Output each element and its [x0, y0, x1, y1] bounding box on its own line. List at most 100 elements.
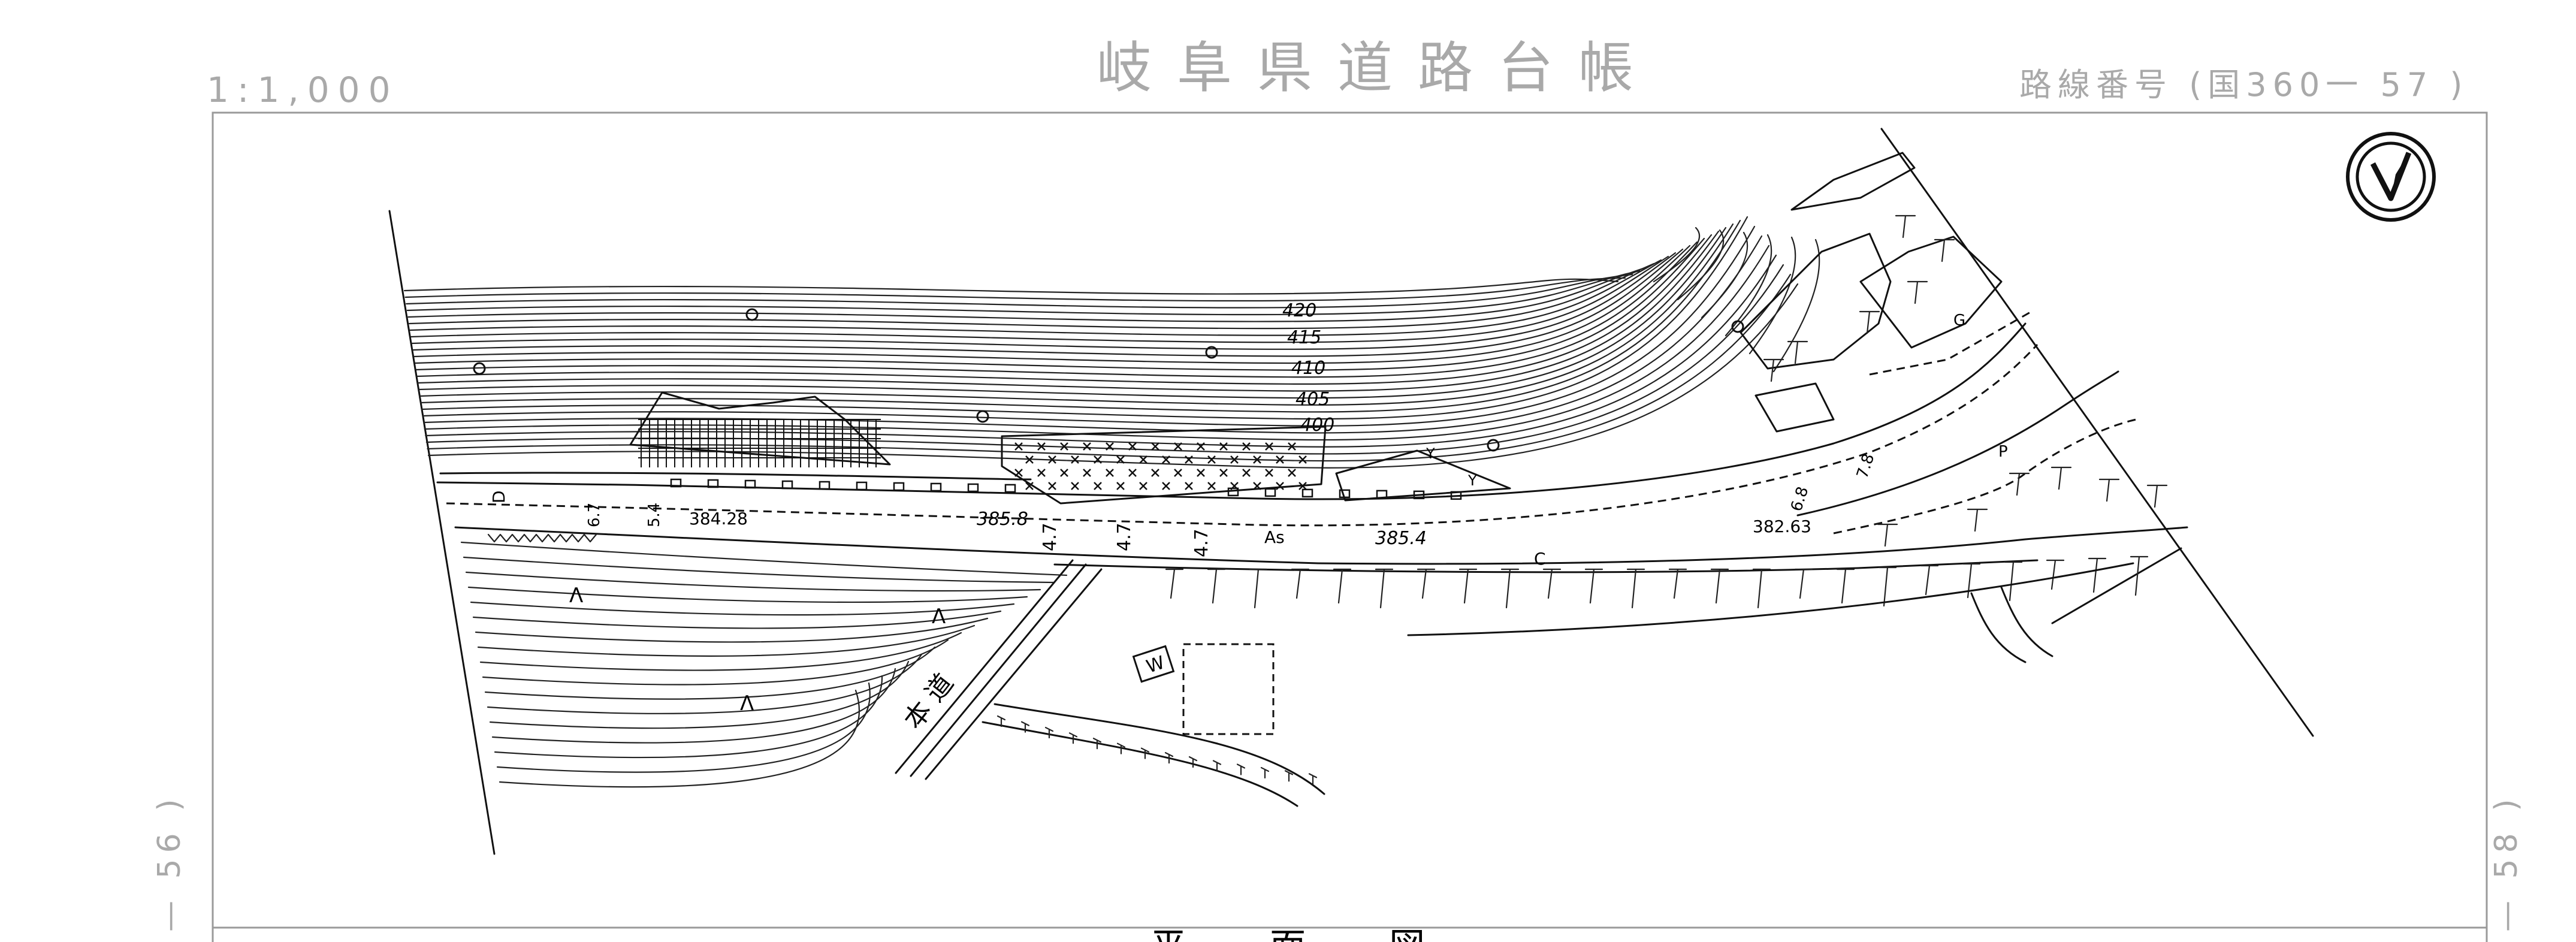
x-mark — [1151, 469, 1159, 477]
x-mark — [1014, 442, 1023, 451]
slope-mark — [2146, 484, 2168, 508]
x-mark — [1116, 482, 1125, 490]
x-mark — [1230, 455, 1239, 464]
fence-post — [670, 478, 682, 488]
contour-line — [1701, 231, 1748, 319]
contour-line — [496, 682, 871, 773]
contour-line — [472, 610, 1002, 629]
surface-label-d: D — [489, 490, 509, 503]
surface-label-p: P — [1998, 443, 2008, 461]
map-drawing: 420 415 410 405 400 — [388, 128, 2314, 855]
contour-label-420: 420 — [1282, 300, 1316, 321]
contour-line — [417, 230, 1720, 392]
retaining-wall-hatch — [629, 391, 891, 467]
curb-mark — [1752, 568, 1771, 609]
x-mark — [1094, 482, 1102, 490]
x-mark — [1265, 442, 1273, 451]
curb-mark — [1375, 568, 1394, 609]
x-mark — [1048, 482, 1056, 490]
bottom-title-partial: 平 面 図 — [1150, 926, 1461, 942]
slope-mark — [2098, 478, 2120, 502]
slope-mark — [1967, 508, 1988, 532]
scale-label: 1:1,000 — [207, 70, 398, 110]
x-mark — [1060, 469, 1068, 477]
ditch-mark — [1068, 732, 1078, 744]
contour-line — [1653, 227, 1701, 283]
fence-post — [744, 479, 756, 489]
width-label-3: 4.7 — [1191, 529, 1212, 557]
grass-symbols: Λ Λ Λ — [569, 584, 946, 715]
x-mark — [1083, 469, 1091, 477]
x-mark — [1037, 442, 1046, 451]
contour-line — [489, 660, 910, 729]
surface-label-y2: Y — [1467, 472, 1477, 489]
left-boundary-line — [388, 210, 496, 855]
contour-line — [1772, 238, 1820, 373]
curb-mark — [1836, 568, 1855, 604]
east-dashed-edge — [1833, 418, 2137, 535]
x-mark — [1025, 455, 1034, 464]
contour-line — [421, 216, 1748, 420]
slope-mark — [1859, 310, 1880, 334]
width-label-2: 4.7 — [1114, 523, 1135, 551]
fence-post — [1227, 487, 1239, 497]
upper-contours — [403, 216, 1820, 469]
dashed-lot — [1182, 643, 1275, 735]
curb-mark — [2046, 559, 2065, 590]
x-mark — [1207, 455, 1216, 464]
curb-mark — [1249, 568, 1268, 609]
elev-label-3: 385.4 — [1375, 528, 1427, 549]
x-mark — [1276, 482, 1284, 490]
curb-mark — [1584, 568, 1603, 604]
fence-post — [1376, 490, 1388, 499]
ditch-mark — [1188, 756, 1198, 768]
surface-label-y1: Y — [1426, 445, 1435, 462]
ditch-mark — [1140, 747, 1150, 759]
x-mark — [1174, 442, 1182, 451]
x-mark — [1162, 455, 1170, 464]
surface-label-c: C — [1534, 549, 1546, 569]
surface-label-g: G — [1953, 312, 1965, 330]
fence-post — [930, 482, 942, 492]
width-label-1: 4.7 — [1040, 523, 1061, 551]
width-label-4: 5.4 — [645, 503, 663, 527]
fence-post — [967, 483, 979, 493]
curb-marks — [1165, 555, 2149, 609]
surface-label-as: As — [1264, 527, 1285, 547]
x-mark — [1185, 455, 1193, 464]
building-outline — [1335, 449, 1511, 502]
slope-mark — [1934, 238, 1955, 262]
ne-buildings — [1740, 152, 2032, 433]
fence-post — [1339, 489, 1351, 499]
curb-mark — [1207, 568, 1226, 604]
contour-line — [406, 270, 1641, 316]
contour-line — [1677, 229, 1725, 301]
x-mark — [1071, 482, 1079, 490]
x-mark — [1242, 442, 1251, 451]
x-mark — [1298, 455, 1307, 464]
x-mark — [1060, 442, 1068, 451]
curb-mark — [2004, 561, 2023, 602]
fence-post — [1301, 488, 1313, 498]
ditch-mark — [1308, 773, 1318, 785]
ditch-mark — [996, 715, 1006, 727]
ditch-mark — [1164, 752, 1174, 764]
contour-line — [479, 632, 962, 671]
x-mark — [1128, 469, 1137, 477]
right-boundary-line — [1880, 128, 2314, 737]
x-mark — [1083, 442, 1091, 451]
x-mark — [1139, 455, 1147, 464]
contour-label-400: 400 — [1300, 415, 1334, 436]
elev-label-2: 385.8 — [977, 509, 1028, 530]
contour-line — [422, 235, 1763, 434]
svg-text:Λ: Λ — [569, 584, 583, 608]
right-sheet-ref: — 58 ) — [2489, 793, 2524, 932]
branch-road: 本道 — [895, 559, 1103, 780]
x-mark — [1037, 469, 1046, 477]
contour-line — [465, 571, 1041, 592]
x-mark — [1174, 469, 1182, 477]
lower-embankment-2 — [1970, 592, 2027, 663]
fence-post — [856, 481, 868, 491]
contour-line — [409, 259, 1662, 336]
